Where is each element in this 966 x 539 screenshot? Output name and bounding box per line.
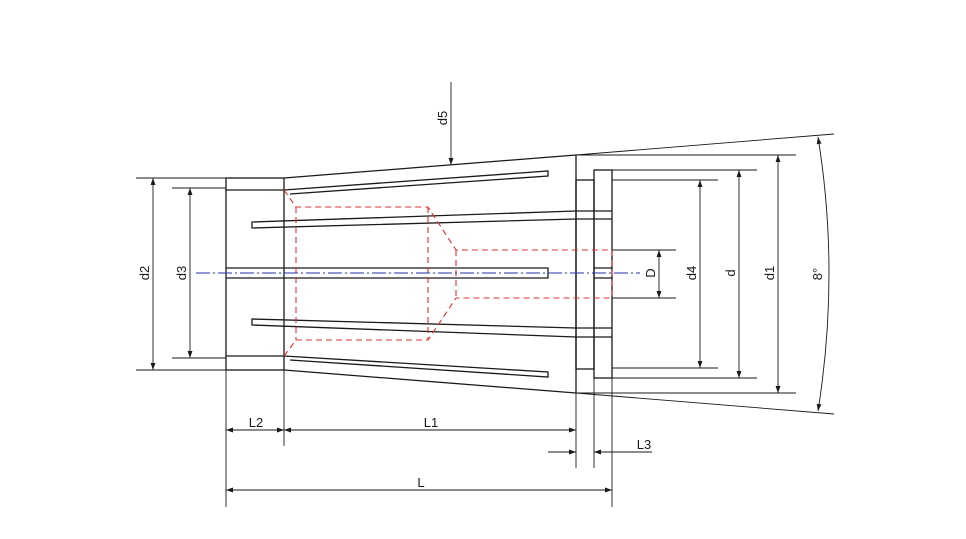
dim-L1: L1 (284, 415, 576, 433)
label-d4: d4 (684, 266, 699, 280)
label-d2: d2 (137, 266, 152, 280)
label-d: d (723, 269, 738, 276)
dim-angle: 8° (575, 133, 835, 415)
dim-L3: L3 (548, 437, 652, 455)
dim-D: D (612, 249, 676, 299)
label-L1: L1 (424, 415, 438, 430)
label-L: L (417, 475, 424, 490)
dim-d: d (612, 169, 757, 379)
hidden-bore (283, 189, 613, 357)
label-d1: d1 (762, 266, 777, 280)
collet-body (225, 154, 613, 394)
front-face (593, 169, 613, 379)
front-collar (575, 179, 595, 370)
outer-taper-bottom (283, 369, 577, 394)
dim-L: L (226, 475, 612, 493)
dim-d4: d4 (612, 179, 718, 369)
dim-d5: d5 (435, 82, 454, 165)
label-D: D (643, 268, 658, 277)
label-L2: L2 (249, 415, 263, 430)
label-angle: 8° (810, 268, 825, 280)
dim-d1: d1 (576, 154, 796, 394)
dim-d2: d2 (136, 177, 226, 371)
outer-taper-top (283, 154, 577, 179)
dim-L2: L2 (226, 415, 284, 433)
label-d3: d3 (174, 266, 189, 280)
label-L3: L3 (637, 437, 651, 452)
dim-d3: d3 (172, 187, 226, 359)
label-d5: d5 (435, 111, 450, 125)
rear-block (225, 177, 285, 371)
collet-slits (251, 170, 577, 378)
